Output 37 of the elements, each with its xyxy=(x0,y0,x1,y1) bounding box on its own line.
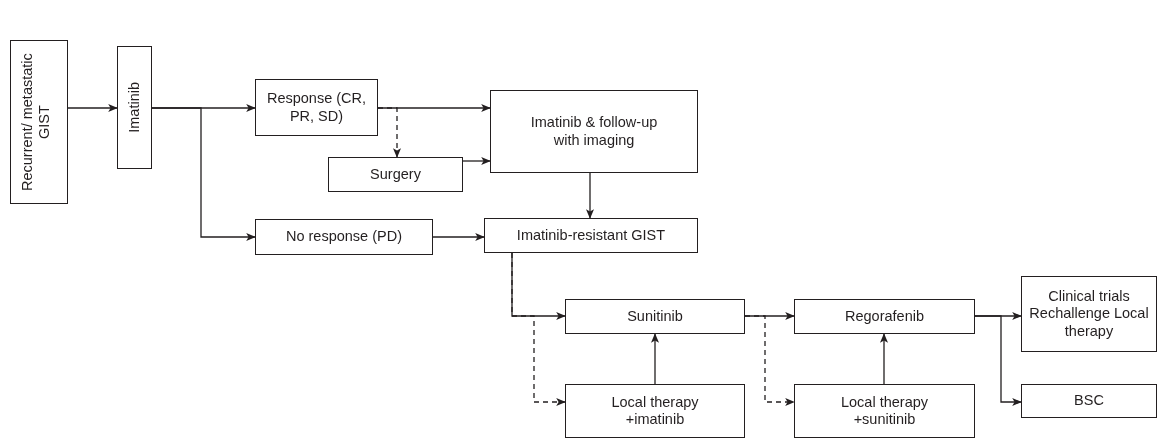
arrow xyxy=(586,172,594,219)
box-label: Regorafenib xyxy=(845,307,924,326)
process-box xyxy=(255,219,433,255)
box-label: Imatinib xyxy=(125,82,143,133)
box-label: Imatinib & follow-up with imaging xyxy=(529,114,659,149)
box-label: No response (PD) xyxy=(285,228,402,246)
process-box xyxy=(490,90,698,173)
process-box xyxy=(255,79,378,136)
process-box xyxy=(565,299,745,334)
process-box xyxy=(794,384,975,438)
box-label: BSC xyxy=(1074,392,1104,410)
arrow xyxy=(377,107,401,158)
box-label: Recurrent/ metastatic GIST xyxy=(19,52,54,193)
arrow xyxy=(462,157,491,165)
arrow xyxy=(880,333,888,385)
process-box xyxy=(794,299,975,334)
box-label: Imatinib-resistant GIST xyxy=(516,226,666,245)
arrow xyxy=(432,233,485,241)
arrow xyxy=(744,315,795,406)
box-label: Clinical trials Rechallenge Local therapy xyxy=(1029,287,1149,341)
process-box xyxy=(565,384,745,438)
process-box xyxy=(1021,384,1157,418)
box-label: Sunitinib xyxy=(627,307,683,326)
process-box xyxy=(117,46,152,169)
box-label: Response (CR, PR, SD) xyxy=(265,90,368,125)
arrow xyxy=(151,107,256,241)
process-box xyxy=(1021,276,1157,352)
process-box xyxy=(328,157,463,192)
arrow xyxy=(67,104,118,112)
box-label: Local therapy +sunitinib xyxy=(839,393,930,429)
box-label: Local therapy +imatinib xyxy=(610,393,700,429)
process-box xyxy=(484,218,698,253)
arrow xyxy=(511,252,566,406)
arrow xyxy=(974,315,1022,406)
box-label: Surgery xyxy=(370,165,421,184)
process-box xyxy=(10,40,68,204)
arrow xyxy=(651,333,659,385)
